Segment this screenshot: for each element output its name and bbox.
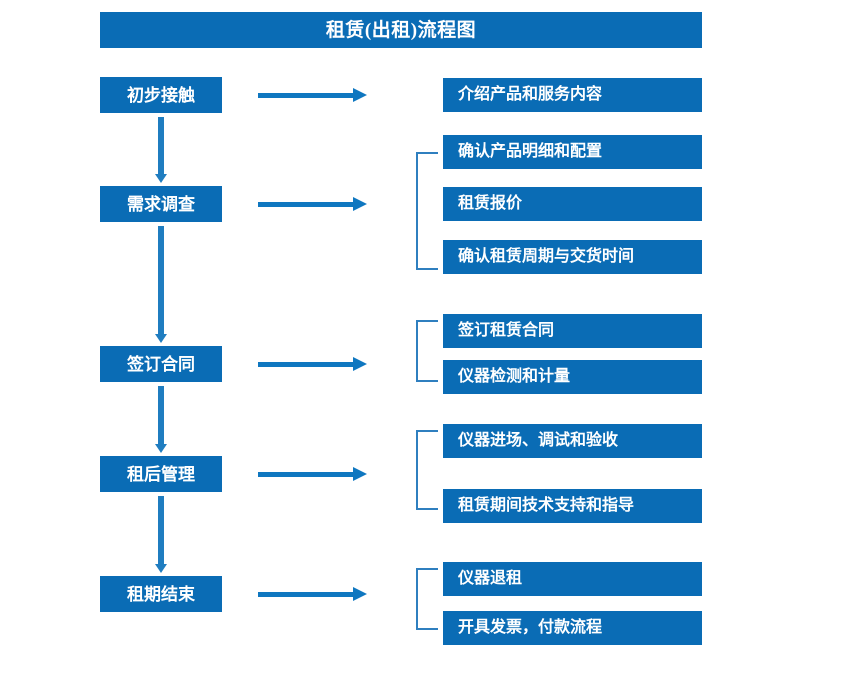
detail-box-confirm-spec[interactable]: 确认产品明细和配置: [443, 135, 702, 169]
group-bracket-icon-sign-contract: [416, 320, 438, 382]
chart-title-bar: 租赁(出租)流程图: [100, 12, 702, 48]
right-arrow-icon-sign-contract: [258, 357, 368, 371]
detail-box-invoice-payment[interactable]: 开具发票，付款流程: [443, 611, 702, 645]
detail-label: 仪器检测和计量: [458, 368, 571, 385]
stage-box-post-rent-mgmt[interactable]: 租后管理: [100, 456, 222, 492]
detail-label: 租赁报价: [458, 195, 523, 212]
detail-label: 确认产品明细和配置: [458, 143, 603, 160]
detail-label: 签订租赁合同: [458, 322, 555, 339]
detail-label: 介绍产品和服务内容: [458, 86, 603, 103]
stage-label: 需求调查: [127, 194, 195, 214]
detail-box-instrument-return[interactable]: 仪器退租: [443, 562, 702, 596]
group-bracket-icon-post-rent-mgmt: [416, 430, 438, 510]
stage-box-needs-survey[interactable]: 需求调查: [100, 186, 222, 222]
down-arrow-icon-contract-to-mgmt: [155, 386, 167, 453]
down-arrow-icon-mgmt-to-end: [155, 496, 167, 573]
group-bracket-icon-needs-survey: [416, 152, 438, 270]
stage-box-sign-contract[interactable]: 签订合同: [100, 346, 222, 382]
detail-box-sign-rental-contract[interactable]: 签订租赁合同: [443, 314, 702, 348]
stage-label: 租后管理: [127, 464, 195, 484]
detail-box-tech-support[interactable]: 租赁期间技术支持和指导: [443, 489, 702, 523]
right-arrow-icon-post-rent-mgmt: [258, 467, 368, 481]
right-arrow-icon-lease-end: [258, 587, 368, 601]
stage-label: 签订合同: [127, 354, 195, 374]
detail-box-confirm-term-delivery[interactable]: 确认租赁周期与交货时间: [443, 240, 702, 274]
down-arrow-icon-contact-to-survey: [155, 117, 167, 183]
detail-label: 仪器退租: [458, 570, 523, 587]
right-arrow-icon-needs-survey: [258, 197, 368, 211]
stage-label: 初步接触: [127, 85, 195, 105]
detail-box-rental-quote[interactable]: 租赁报价: [443, 187, 702, 221]
down-arrow-icon-survey-to-contract: [155, 226, 167, 343]
detail-label: 租赁期间技术支持和指导: [458, 497, 635, 514]
detail-label: 确认租赁周期与交货时间: [458, 248, 635, 265]
stage-box-initial-contact[interactable]: 初步接触: [100, 77, 222, 113]
detail-box-instrument-test[interactable]: 仪器检测和计量: [443, 360, 702, 394]
detail-box-intro-products[interactable]: 介绍产品和服务内容: [443, 78, 702, 112]
group-bracket-icon-lease-end: [416, 568, 438, 630]
page-title: 租赁(出租)流程图: [325, 19, 477, 41]
right-arrow-icon-initial-contact: [258, 88, 368, 102]
detail-label: 仪器进场、调试和验收: [458, 432, 619, 449]
detail-label: 开具发票，付款流程: [458, 619, 603, 636]
stage-label: 租期结束: [127, 584, 195, 604]
detail-box-instrument-onsite[interactable]: 仪器进场、调试和验收: [443, 424, 702, 458]
stage-box-lease-end[interactable]: 租期结束: [100, 576, 222, 612]
